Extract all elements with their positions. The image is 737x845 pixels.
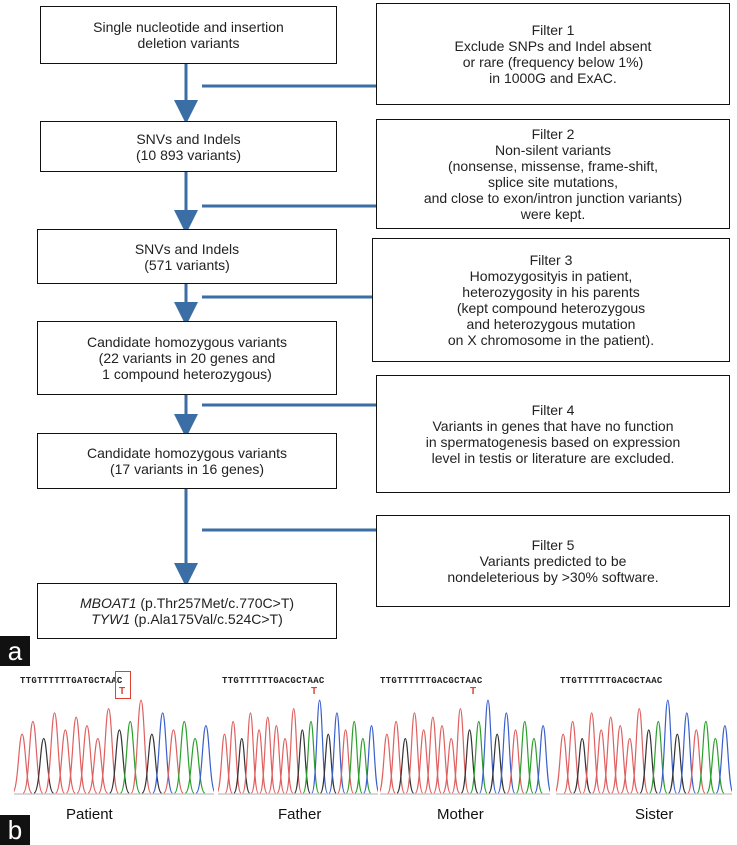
trace-peak-a	[119, 720, 141, 794]
trace-peak-t	[556, 733, 573, 794]
label-mother: Mother	[437, 806, 484, 823]
trace-peak-g	[668, 733, 687, 794]
gene-mboat1: MBOAT1	[79, 595, 137, 611]
trace-peak-g	[33, 737, 55, 794]
filter-1-box: Filter 1 Exclude SNPs and Indel absent o…	[376, 3, 730, 105]
trace-peak-t	[582, 712, 601, 794]
trace-peak-t	[130, 699, 152, 794]
trace-peak-c	[715, 725, 732, 794]
trace-peak-a	[184, 737, 206, 794]
trace-peak-t	[55, 729, 76, 794]
sequence-text: TTGTTTTTTGACGCTAAC	[222, 676, 325, 686]
trace-peak-c	[658, 699, 677, 794]
sequence-text: TTGTTTTTTGACGCTAAC	[560, 676, 663, 686]
box-candidate-22: Candidate homozygous variants (22 varian…	[37, 321, 337, 395]
trace-peak-g	[293, 729, 311, 794]
trace-peak-g	[319, 733, 337, 794]
filter-2-box: Filter 2 Non-silent variants (nonsense, …	[376, 119, 730, 229]
trace-peak-c	[195, 725, 214, 794]
trace-peak-a	[302, 720, 320, 794]
trace-peak-t	[451, 708, 470, 794]
box-candidate-17: Candidate homozygous variants (17 varian…	[37, 433, 337, 489]
sequence-text: TTGTTTTTTGACGCTAAC	[380, 676, 483, 686]
box-all-variants: Single nucleotide and insertion deletion…	[40, 6, 337, 64]
trace-peak-g	[639, 729, 658, 794]
trace-peak-a	[706, 737, 725, 794]
trace-peak-c	[677, 712, 696, 794]
chromatogram-mother	[380, 672, 550, 797]
trace-peak-t	[44, 712, 65, 794]
trace-peak-t	[285, 708, 303, 794]
sequence-patient: TTGTTTTTTGATGCTAAC	[20, 676, 123, 686]
trace-peak-t	[218, 733, 233, 794]
trace-peak-t	[442, 737, 461, 794]
sequence-text: TTGTTTTTTGATGCTAAC	[20, 676, 123, 686]
patient-variant-box	[115, 671, 131, 699]
trace-peak-t	[380, 733, 396, 794]
filter-5-box: Filter 5 Variants predicted to be nondel…	[376, 515, 730, 607]
trace-peak-t	[87, 737, 109, 794]
trace-peak-c	[497, 712, 516, 794]
trace-peak-g	[233, 737, 251, 794]
trace-peak-a	[525, 737, 543, 794]
sequence-mother: TTGTTTTTTGACGCTAAC	[380, 676, 483, 686]
panel-label-b: b	[0, 815, 30, 845]
trace-peak-t	[687, 729, 706, 794]
box-snvs-10893: SNVs and Indels (10 893 variants)	[40, 121, 337, 172]
trace-peak-a	[649, 720, 668, 794]
trace-peak-g	[573, 737, 592, 794]
chromatogram-trace	[14, 699, 214, 795]
trace-peak-t	[414, 729, 433, 794]
trace-peak-t	[620, 737, 639, 794]
trace-peak-t	[592, 729, 611, 794]
filter-4-box: Filter 4 Variants in genes that have no …	[376, 375, 730, 493]
label-father: Father	[278, 806, 322, 823]
trace-peak-t	[98, 708, 119, 794]
sequence-sister: TTGTTTTTTGACGCTAAC	[560, 676, 663, 686]
alt-base-patient: T	[119, 686, 126, 697]
box-final-result: MBOAT1 (p.Thr257Met/c.770C>T) TYW1 (p.Al…	[37, 583, 337, 639]
chromatogram-trace	[218, 699, 378, 795]
trace-peak-g	[141, 733, 163, 794]
label-patient: Patient	[66, 806, 113, 823]
trace-peak-t	[276, 737, 294, 794]
trace-peak-a	[354, 737, 372, 794]
trace-peak-t	[405, 712, 424, 794]
trace-peak-c	[363, 725, 378, 794]
trace-peak-c	[479, 699, 497, 794]
trace-peak-c	[534, 725, 550, 794]
trace-peak-t	[14, 733, 33, 794]
trace-peak-g	[460, 729, 479, 794]
box-snvs-571: SNVs and Indels (571 variants)	[37, 229, 337, 284]
chromatogram-trace	[556, 699, 732, 795]
trace-peak-g	[488, 733, 507, 794]
chromatogram-trace	[380, 699, 550, 795]
trace-peak-t	[630, 708, 649, 794]
flow-arrows	[174, 63, 376, 587]
trace-peak-g	[396, 737, 415, 794]
panel-label-a: a	[0, 636, 30, 666]
alt-base-father: T	[311, 686, 318, 697]
label-sister: Sister	[635, 806, 674, 823]
trace-peak-g	[109, 729, 130, 794]
chromatogram-patient	[14, 672, 214, 797]
chromatogram-sister	[556, 672, 732, 797]
trace-peak-t	[163, 729, 184, 794]
trace-peak-t	[250, 729, 268, 794]
trace-peak-c	[152, 712, 173, 794]
gene-tyw1: TYW1	[91, 611, 131, 627]
alt-base-mother: T	[470, 686, 477, 697]
trace-peak-t	[506, 729, 525, 794]
filter-3-box: Filter 3 Homozygosityis in patient, hete…	[372, 238, 730, 362]
sequence-father: TTGTTTTTTGACGCTAAC	[222, 676, 325, 686]
chromatogram-father	[218, 672, 378, 797]
trace-peak-t	[337, 729, 354, 794]
trace-peak-a	[469, 720, 488, 794]
trace-peak-c	[311, 699, 328, 794]
